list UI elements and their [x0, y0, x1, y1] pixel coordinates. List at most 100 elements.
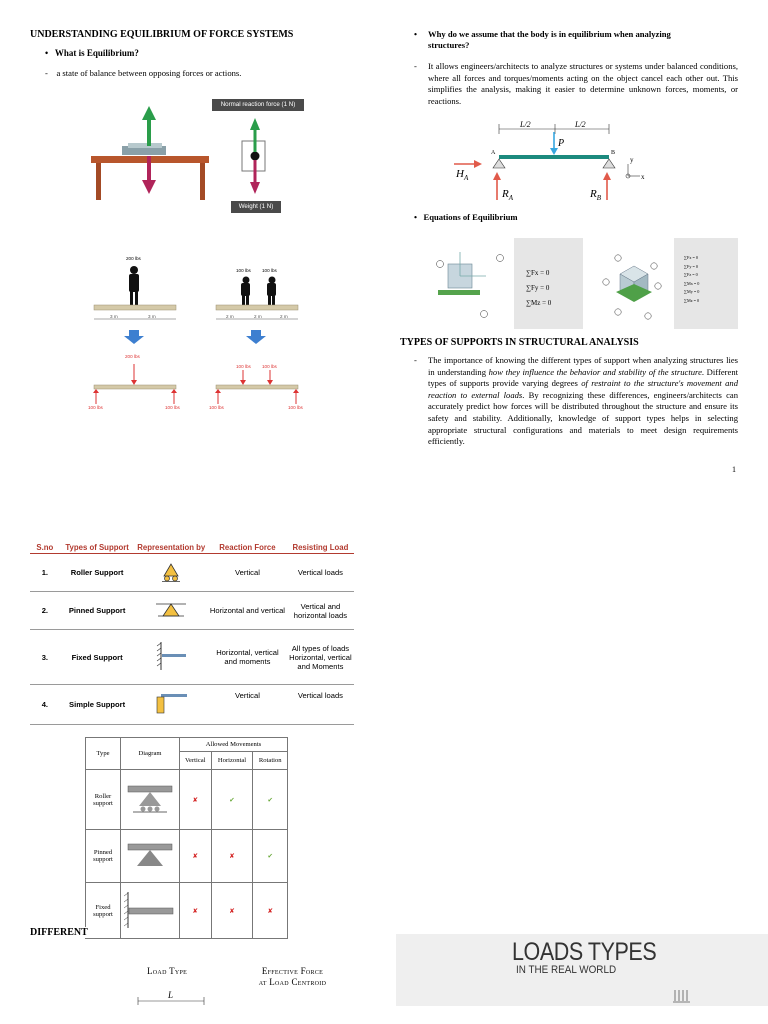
normal-reaction-label-bg	[212, 99, 304, 111]
eq-3d-fy: ∑Fy = 0	[684, 263, 698, 269]
cell-load: Vertical and horizontal loads	[286, 591, 354, 630]
col-rotation: Rotation	[252, 751, 288, 770]
person-icon	[129, 266, 139, 305]
cell-representation	[134, 591, 209, 630]
pinned-support-icon	[156, 602, 187, 616]
simple-support-icon	[156, 693, 188, 713]
books-icon	[122, 146, 166, 155]
col-types: Types of Support	[59, 542, 135, 554]
beam1-load-red: 200 lbs	[125, 354, 140, 359]
rb-sub: B	[596, 194, 602, 203]
body-point	[250, 151, 260, 161]
pin-support-icon	[492, 158, 506, 169]
cell-representation	[134, 553, 209, 592]
cell-diagram	[120, 769, 180, 830]
types-italic-1: how they influence the behavior and stab…	[488, 366, 702, 377]
support-types-table: S.no Types of Support Representation by …	[30, 542, 354, 725]
cell-load: All types of loads Horizontal, vertical …	[286, 629, 354, 685]
fixed-support-diagram-icon	[123, 891, 174, 928]
table-row: Fixed support ✘ ✘ ✘	[85, 882, 288, 939]
equations-3d-figure	[598, 238, 674, 329]
vertical-cross-icon: ✘	[179, 769, 212, 830]
table-subheader-row: Vertical Horizontal Rotation	[86, 751, 288, 770]
beam-l-half-2: L/2	[575, 120, 586, 129]
answer-text: a state of balance between opposing forc…	[56, 68, 242, 78]
beam-ha-label: HA	[456, 168, 468, 182]
loads-types-title: LOADS TYPES	[512, 938, 657, 966]
pinned-support-diagram-icon	[127, 843, 173, 866]
person-icon	[241, 276, 250, 306]
cell-diagram	[120, 882, 180, 939]
eq-2d-fy: ∑Fy = 0	[526, 284, 550, 292]
axes-icon	[625, 173, 631, 179]
eq-3d-my: ∑My = 0	[684, 289, 700, 295]
up-arrow-icon	[493, 172, 501, 180]
beam1-reaction-left: 100 lbs	[88, 405, 103, 410]
col-allowed-movements: Allowed Movements	[179, 737, 288, 752]
col-type: Type	[85, 737, 121, 770]
page-number: 1	[732, 465, 736, 474]
equations-3d-panel: ∑Fx = 0 ∑Fy = 0 ∑Fz = 0 ∑Mx = 0 ∑My = 0 …	[598, 238, 738, 329]
rotation-check-icon: ✔	[252, 769, 288, 830]
beam2-dim-1: 2 m	[226, 314, 234, 319]
down-arrow-icon	[246, 336, 266, 344]
cell-type: Pinned Support	[59, 591, 135, 630]
cell-no: 3.	[30, 629, 60, 685]
effective-force-text: Effective Force	[261, 966, 324, 976]
effective-force-label: Effective Force at Load Centroid	[240, 966, 345, 988]
pin-support-icon	[602, 158, 616, 169]
beam2-dim-3: 2 m	[280, 314, 288, 319]
simply-supported-beam-diagram	[454, 124, 640, 200]
equations-heading: • Equations of Equilibrium	[414, 212, 518, 222]
cell-load: Vertical loads	[286, 684, 354, 725]
cell-type: Pinned support	[85, 829, 121, 883]
length-dimension-line	[137, 997, 205, 1005]
equations-2d-list: ∑Fx = 0 ∑Fy = 0 ∑Mz = 0	[526, 266, 551, 311]
table-row: 2. Pinned Support Horizontal and vertica…	[30, 591, 354, 630]
up-arrow-icon	[142, 106, 156, 120]
cell-type: Roller support	[85, 769, 121, 830]
beam1-reaction-right: 100 lbs	[165, 405, 180, 410]
eq-3d-mx: ∑Mx = 0	[684, 280, 700, 286]
beam1-dim-2: 3 m	[148, 314, 156, 319]
eq-3d-fz: ∑Fz = 0	[684, 272, 698, 278]
right-arrow-icon	[474, 160, 482, 168]
normal-reaction-label: Normal reaction force (1 N)	[220, 101, 296, 108]
ha-main: H	[456, 168, 464, 180]
answer-text: It allows engineers/architects to analyz…	[428, 61, 738, 106]
table-row: 3. Fixed Support Horizontal, vertical an…	[30, 629, 354, 685]
cell-no: 2.	[30, 591, 60, 630]
eq-2d-mz: ∑Mz = 0	[526, 299, 552, 307]
eq-3d-fx: ∑Fx = 0	[684, 255, 698, 260]
length-label: L	[168, 990, 174, 1000]
weight-label-bg	[231, 201, 281, 213]
cell-no: 4.	[30, 684, 60, 725]
question-what-is-equilibrium: • What is Equilibrium?	[45, 48, 139, 58]
beam2-load-1: 100 lbs	[236, 268, 251, 273]
col-reaction: Reaction Force	[208, 542, 287, 554]
allowed-movements-table: Type Diagram Allowed Movements Vertical …	[85, 737, 288, 939]
rotation-cross-icon: ✘	[252, 882, 288, 939]
loads-types-subtitle: IN THE REAL WORLD	[516, 964, 617, 976]
down-arrow-icon	[250, 182, 260, 194]
vertical-cross-icon: ✘	[179, 829, 212, 883]
down-arrow-icon	[142, 180, 156, 194]
types-italic-2: of restraint to the structure's movement…	[428, 378, 739, 400]
col-resisting: Resisting Load	[286, 542, 354, 554]
beam-point-a: A	[491, 150, 496, 156]
beam-l-half-1: L/2	[520, 120, 531, 129]
doc-title: UNDERSTANDING EQUILIBRIUM OF FORCE SYSTE…	[30, 29, 294, 40]
ra-main: R	[502, 188, 509, 200]
equations-2d-panel: ∑Fx = 0 ∑Fy = 0 ∑Mz = 0	[428, 238, 583, 329]
beam	[499, 155, 609, 159]
table-row: 1. Roller Support Vertical Vertical load…	[30, 553, 354, 592]
beam1-load-label: 200 lbs	[126, 256, 141, 261]
col-sno: S.no	[30, 542, 60, 554]
roller-support-icon	[162, 562, 181, 582]
types-of-supports-paragraph: - The importance of knowing the differen…	[414, 355, 739, 447]
equations-3d-list: ∑Fx = 0 ∑Fy = 0 ∑Fz = 0 ∑Mx = 0 ∑My = 0 …	[684, 254, 699, 306]
cell-reaction: Horizontal, vertical and moments	[208, 629, 287, 685]
different-heading: DIFFERENT	[30, 927, 90, 938]
answer-equilibrium: - a state of balance between opposing fo…	[45, 68, 242, 78]
load-sketch-icon	[673, 990, 690, 1003]
